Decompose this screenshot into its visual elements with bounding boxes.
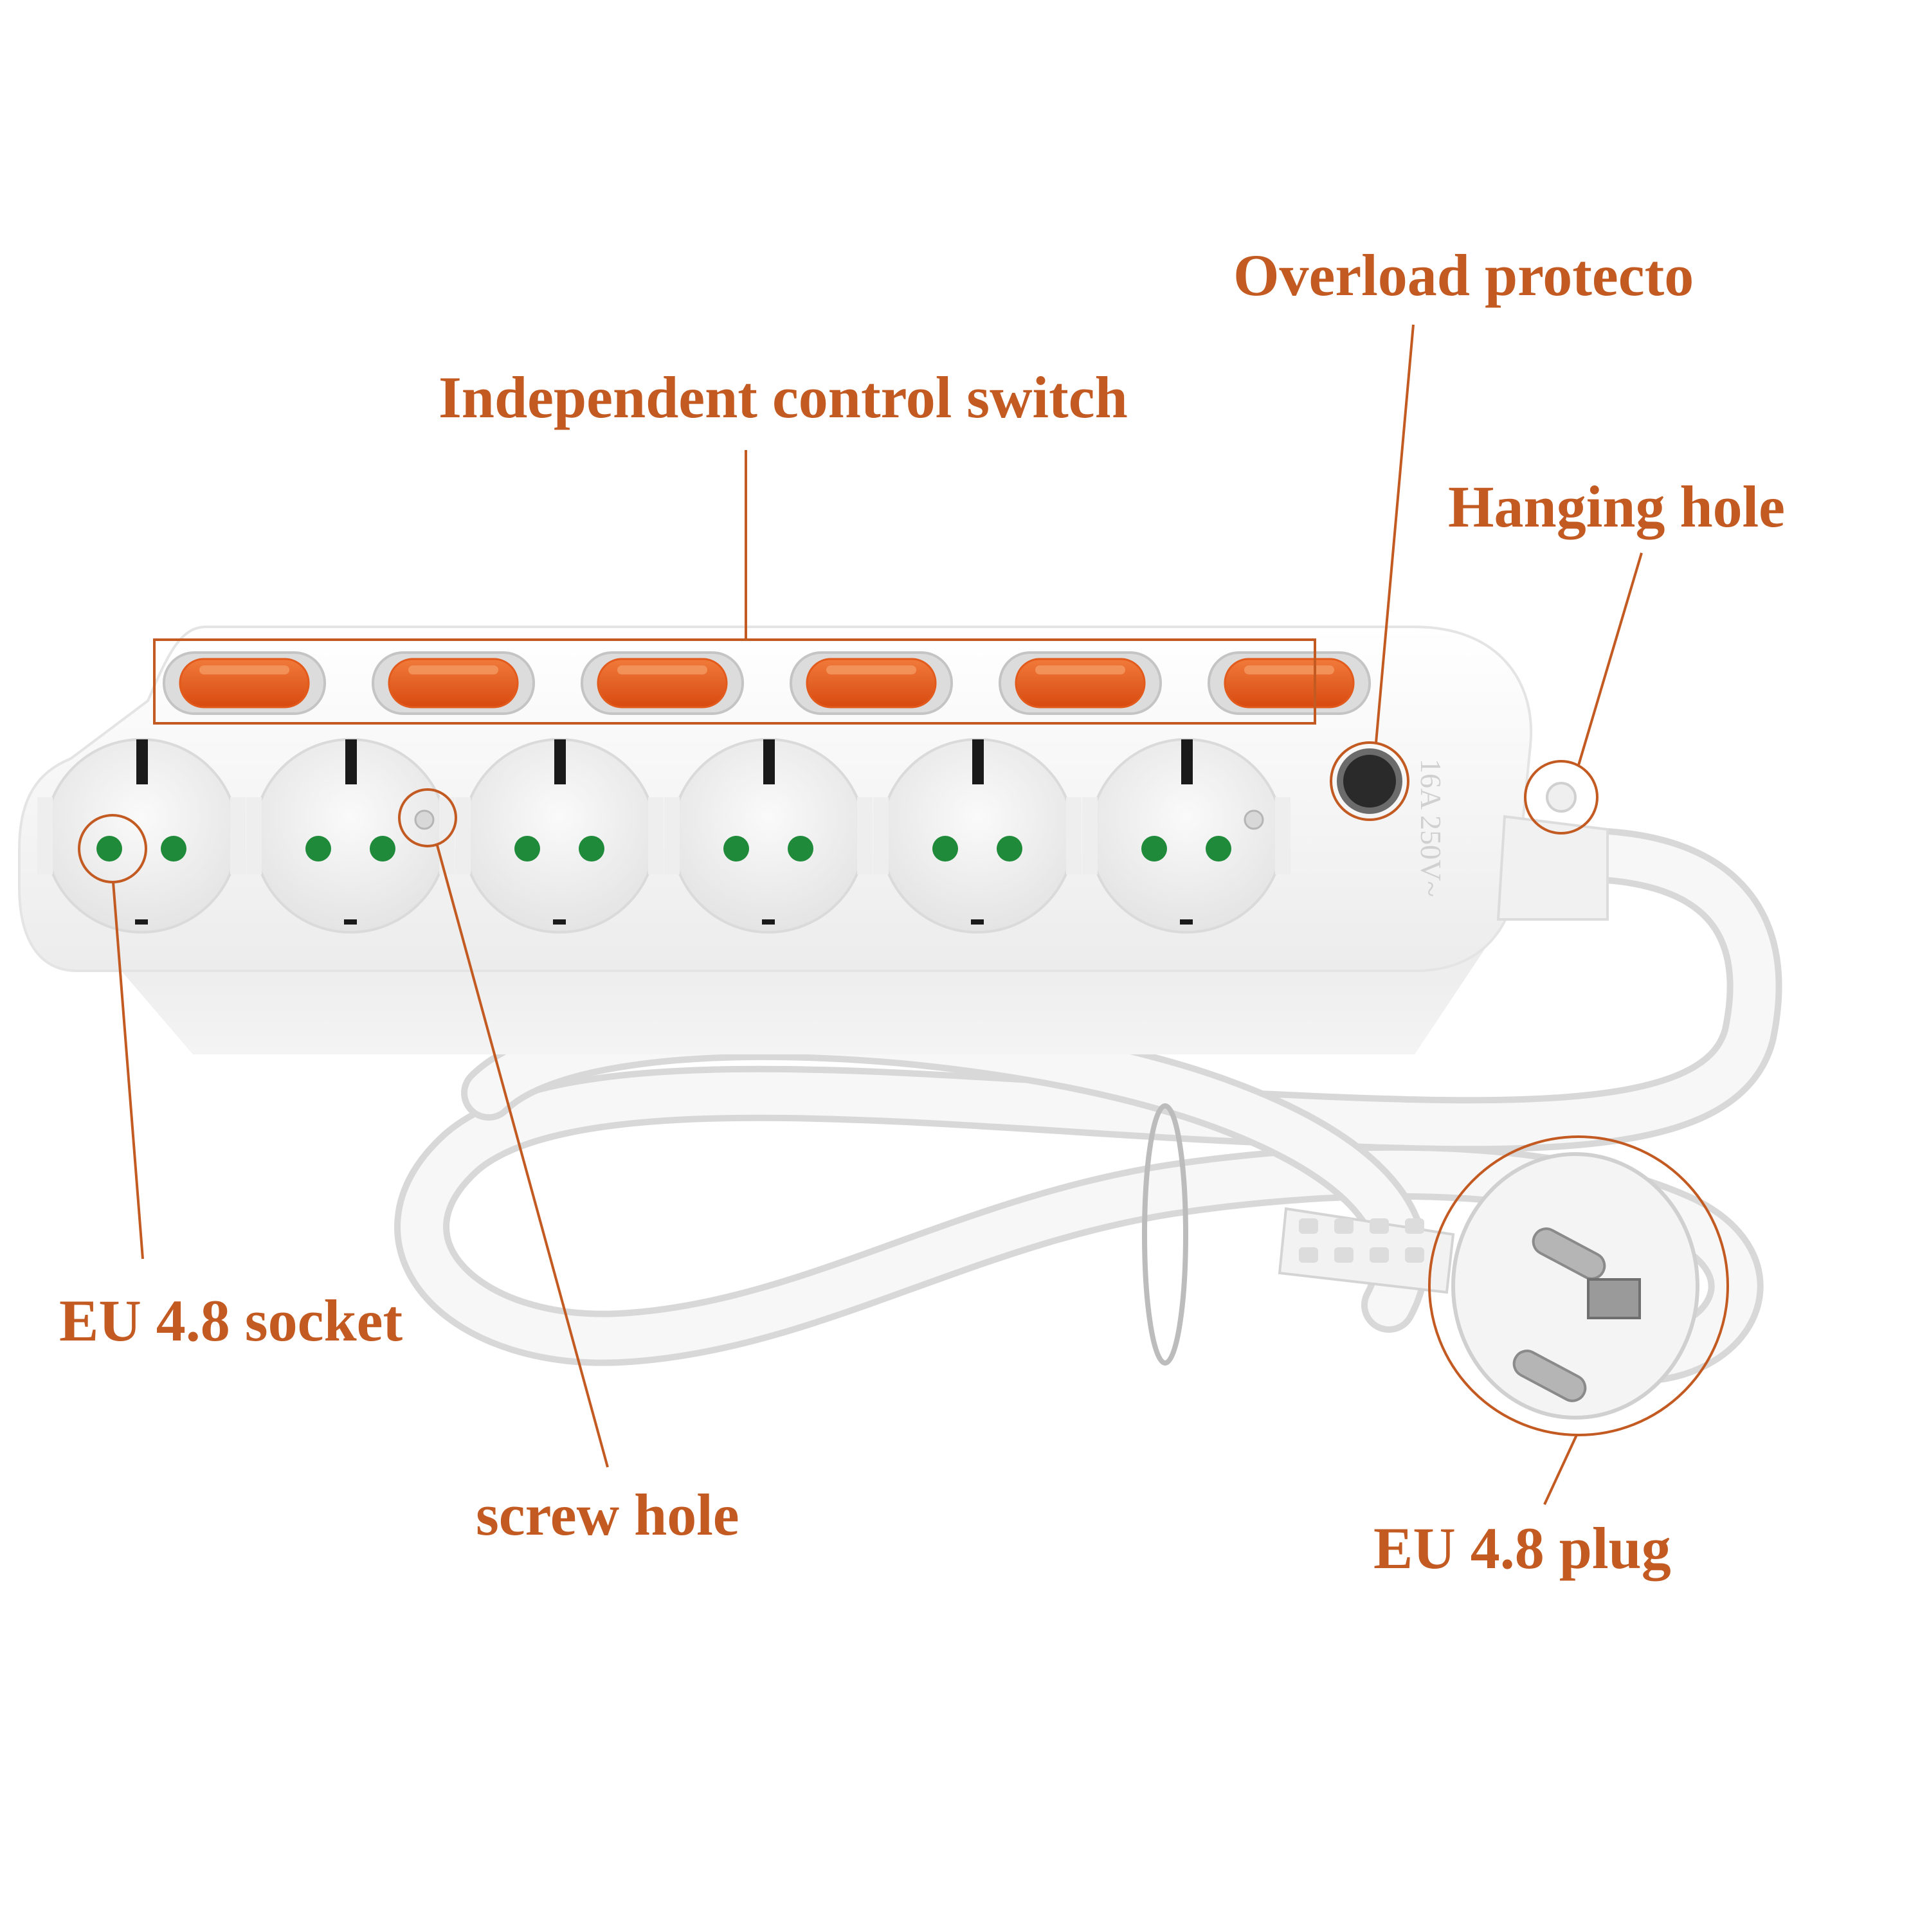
annotation-layer: [78, 324, 1729, 1505]
switch-row: [163, 651, 1371, 715]
eu-socket-6: [1082, 738, 1291, 934]
callout-eu-plug: EU 4.8 plug: [1373, 1515, 1671, 1581]
socket-earth-clip-bottom: [762, 919, 775, 925]
socket-leader-line: [112, 881, 144, 1259]
relief-rib: [1405, 1247, 1424, 1263]
socket-contact-left: [932, 836, 958, 862]
rocker-switch-5[interactable]: [999, 651, 1162, 715]
socket-contact-right: [579, 836, 604, 862]
screw-hole-highlight: [398, 788, 457, 847]
socket-earth-clip-top: [972, 739, 984, 784]
socket-side-notch-left: [873, 797, 889, 874]
relief-rib: [1405, 1218, 1424, 1234]
socket-earth-clip-bottom: [971, 919, 984, 925]
socket-side-notch-right: [648, 797, 664, 874]
relief-rib: [1370, 1218, 1389, 1234]
socket-contact-left: [514, 836, 540, 862]
screw-hole: [414, 809, 435, 830]
eu-socket-2: [246, 738, 455, 934]
socket-contact-right: [997, 836, 1022, 862]
relief-rib: [1299, 1218, 1318, 1234]
socket-earth-clip-top: [345, 739, 357, 784]
body-strain-relief: [1496, 815, 1609, 921]
rocker-switch-6[interactable]: [1208, 651, 1371, 715]
rocker-switch-4[interactable]: [790, 651, 953, 715]
eu-plug: [1278, 1152, 1699, 1420]
switch-group-highlight: [153, 638, 1316, 725]
socket-contact-right: [161, 836, 186, 862]
socket-side-notch-left: [1082, 797, 1098, 874]
eu-socket-4: [664, 738, 873, 934]
plug-relief-ribs: [1299, 1218, 1424, 1263]
switch-highlight: [199, 665, 289, 674]
socket-contact-left: [723, 836, 749, 862]
rocker-switch-2[interactable]: [372, 651, 535, 715]
socket-side-notch-right: [857, 797, 873, 874]
plug-pin-top: [1532, 1227, 1606, 1280]
switch-highlight: [826, 665, 916, 674]
hanging-hole: [1546, 782, 1577, 813]
socket-earth-clip-top: [1181, 739, 1193, 784]
plug-highlight: [1428, 1135, 1729, 1436]
socket-earth-clip-bottom: [135, 919, 148, 925]
relief-rib: [1334, 1218, 1354, 1234]
callout-overload-protector: Overload protecto: [1233, 242, 1694, 308]
hanging-hole-highlight: [1524, 760, 1598, 835]
socket-contact-right: [788, 836, 813, 862]
socket-contact-left: [96, 836, 122, 862]
eu-socket-3: [455, 738, 664, 934]
socket-contact-right: [370, 836, 395, 862]
socket-side-notch-left: [246, 797, 262, 874]
overload-protector-button[interactable]: [1337, 748, 1402, 814]
callout-independent-control-switch: Independent control switch: [439, 365, 1128, 430]
socket-earth-clip-bottom: [553, 919, 566, 925]
eu-socket-1: [37, 738, 246, 934]
switch-highlight: [1244, 665, 1334, 674]
hanging-leader-line: [1577, 552, 1643, 766]
socket-contact-left: [1141, 836, 1167, 862]
overload-leader-line: [1375, 324, 1415, 743]
socket-contact-right: [1206, 836, 1231, 862]
socket-side-notch-left: [455, 797, 471, 874]
plug-pin-bottom: [1512, 1350, 1587, 1402]
switch-highlight: [1035, 665, 1125, 674]
callout-screw-hole: screw hole: [476, 1482, 739, 1548]
overload-highlight: [1330, 741, 1409, 821]
screw-leader-line: [436, 845, 609, 1468]
plug-leader-line: [1543, 1434, 1578, 1505]
rocker-switch-1[interactable]: [163, 651, 326, 715]
socket-earth-clip-top: [554, 739, 566, 784]
callout-eu-socket: EU 4.8 socket: [59, 1288, 403, 1353]
cable-tie: [1142, 1103, 1188, 1366]
relief-rib: [1370, 1247, 1389, 1263]
switch-highlight: [408, 665, 498, 674]
plug-face: [1451, 1152, 1699, 1420]
socket-side-notch-right: [1275, 797, 1291, 874]
socket-earth-clip-bottom: [1180, 919, 1193, 925]
socket-contact-highlight: [78, 814, 147, 883]
socket-earth-clip-bottom: [344, 919, 357, 925]
rating-label: 16A 250V~: [1415, 759, 1447, 897]
relief-rib: [1299, 1247, 1318, 1263]
socket-side-notch-left: [37, 797, 53, 874]
socket-earth-clip-top: [136, 739, 148, 784]
callout-hanging-hole: Hanging hole: [1448, 474, 1786, 539]
socket-side-notch-left: [664, 797, 680, 874]
socket-row: [37, 738, 1291, 934]
rocker-switch-3[interactable]: [581, 651, 744, 715]
plug-earth-clip: [1587, 1278, 1641, 1319]
socket-earth-clip-top: [763, 739, 775, 784]
switch-highlight: [617, 665, 707, 674]
screw-hole: [1244, 809, 1264, 830]
socket-side-notch-right: [230, 797, 246, 874]
power-strip-body: 16A 250V~: [18, 626, 1609, 1054]
relief-rib: [1334, 1247, 1354, 1263]
eu-socket-5: [873, 738, 1082, 934]
socket-contact-left: [305, 836, 331, 862]
socket-side-notch-right: [1066, 797, 1082, 874]
